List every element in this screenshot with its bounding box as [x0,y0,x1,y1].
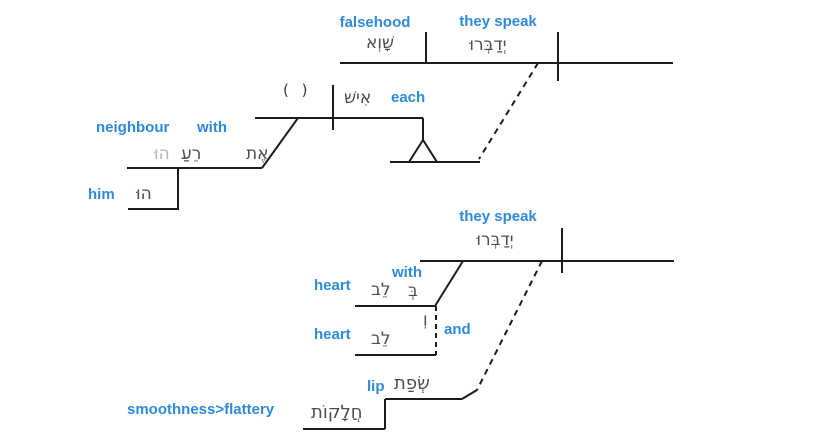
gloss-him: him [88,186,115,203]
hebrew-be: בְּ [408,281,418,301]
hebrew-lev-1: לֵב [371,280,391,300]
hebrew-yedabberu-1: יְדַבְּרוּ [469,35,507,55]
hebrew-sefat: שְׂפַת [394,373,430,394]
hebrew-hu: הוּ [136,184,152,204]
hebrew-chalaqot: חֲלָקוֹת [311,402,363,423]
hebrew-et: אֶת [246,144,269,164]
gloss-lip: lip [367,378,385,395]
gloss-smoothness-flattery: smoothness>flattery [127,401,275,418]
gloss-falsehood: falsehood [339,14,411,31]
pedestal-triangle [407,138,439,163]
gloss-heart-2: heart [314,326,351,343]
prep-et-diagonal [261,117,299,169]
hebrew-suffix-hu-inline: הוּ [154,144,170,164]
hebrew-rea: רֵעַ [181,144,202,164]
hebrew-vav: וְ [423,310,428,330]
construct-hook [461,389,478,400]
clause2-dashed-connector [476,260,543,391]
hebrew-yedabberu-2: יְדַבְּרוּ [476,230,514,250]
gloss-neighbour: neighbour [96,119,170,136]
gloss-each: each [391,89,426,106]
gloss-with-2: with [392,264,422,281]
gloss-they-speak-1: they speak [459,13,537,30]
hebrew-shav: שָׁוְא [365,33,395,53]
elided-subject-placeholder: ( ) [283,81,312,99]
gloss-they-speak-2: they speak [459,208,537,225]
prep-be-diagonal [434,260,464,307]
gloss-with-1: with [197,119,227,136]
hebrew-lev-2: לֵב [371,329,391,349]
gloss-and: and [444,321,471,338]
gloss-heart-1: heart [314,277,351,294]
hebrew-ish: אִישׁ [344,88,372,108]
clause1-dashed-connector [478,62,539,160]
